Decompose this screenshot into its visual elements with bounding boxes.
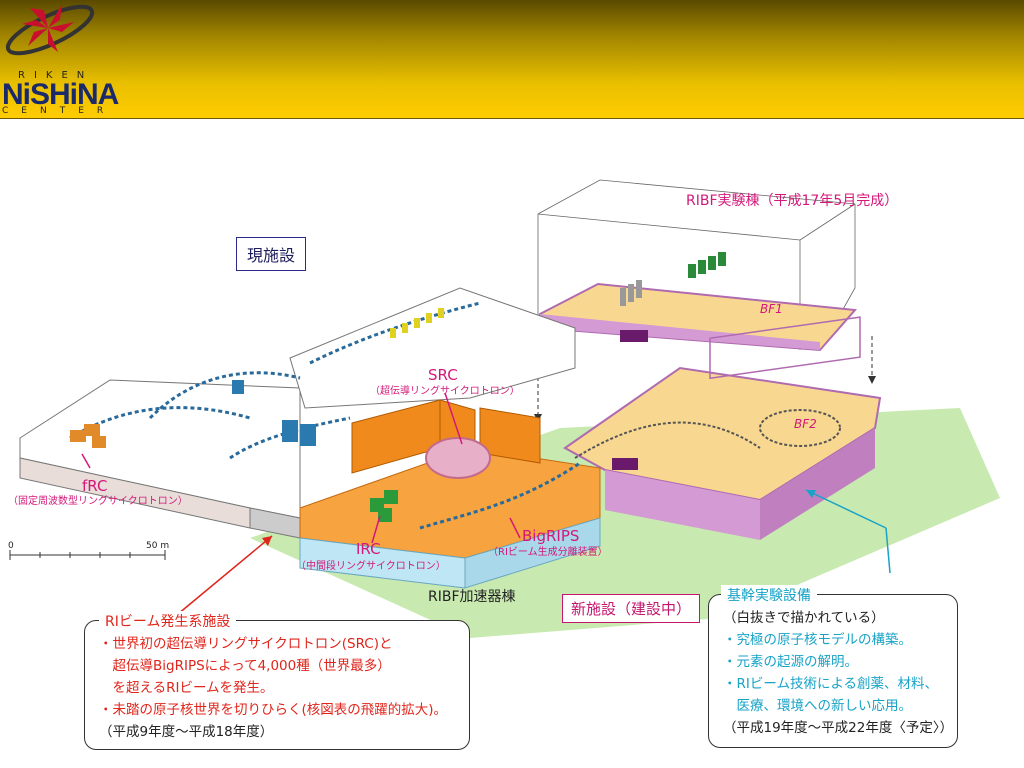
bigrips-label: BigRIPS [522,527,580,545]
src-label: SRC [428,366,458,384]
logo-nishina-text: NiSHiNA [2,78,119,111]
core-facility-callout-line: 医療、環境への新しい応用。 [723,698,912,714]
ri-beam-callout-line: ・世界初の超伝導リングサイクロトロン(SRC)と [99,636,393,652]
ri-beam-callout: RIビーム発生系施設 ・世界初の超伝導リングサイクロトロン(SRC)と 超伝導B… [84,611,470,750]
frc-label: fRC [82,477,108,495]
bf1-pit [620,330,648,342]
logo-riken-text: RIKEN [18,70,94,81]
frc-sub-label: （固定周波数型リングサイクロトロン） [8,496,188,507]
scale-50m-label: 50 m [146,541,170,551]
bf1-label: BF1 [760,302,783,316]
core-facility-callout-line: ・究極の原子核モデルの構築。 [723,632,912,648]
src-icon [425,437,491,479]
riken-nishina-logo: RIKEN NiSHiNA CENTER [0,0,120,118]
src-arrow [444,392,463,445]
core-facility-callout-line: ・RIビーム技術による創薬、材料、 [723,676,939,692]
irc-sub-label: （中間段リングサイクロトロン） [296,561,446,572]
core-facility-callout-line: （白抜きで描かれている） [723,610,885,626]
core-facility-callout-title: 基幹実験設備 [721,585,817,605]
frc-arrow [81,453,91,469]
accelerator-building-label: RIBF加速器棟 [428,589,516,605]
irc-icon [370,490,398,522]
src-sub-label: （超伝導リングサイクロトロン） [370,386,520,397]
ri-beam-callout-line: を超えるRIビームを発生。 [99,680,274,696]
bigrips-sub-label: （RIビーム生成分離装置） [488,547,608,558]
bigrips-arrow [509,517,521,539]
core-facility-callout-line: （平成19年度〜平成22年度〈予定〉） [723,720,954,736]
irc-arrow [371,515,381,544]
facility-diagram [9,179,1000,638]
ribf-building-label: RIBF実験棟（平成17年5月完成） [686,193,899,209]
scale-zero-label: 0 [8,541,14,551]
ri-beam-callout-line: 超伝導BigRIPSによって4,000種（世界最多） [99,658,391,674]
cyan-pointer-arrow [885,527,891,574]
beamline [574,421,761,459]
ri-beam-callout-line: （平成9年度〜平成18年度） [99,724,274,740]
new-facility-label: 新施設（建設中） [562,594,701,623]
header-banner: RIKEN NiSHiNA CENTER [0,0,1024,119]
existing-facility-label: 現施設 [236,237,307,271]
ri-beam-callout-title: RIビーム発生系施設 [99,611,237,631]
bf2-label: BF2 [794,417,817,431]
frc-icon [70,424,106,448]
core-facility-callout-line: ・元素の起源の解明。 [723,654,858,670]
bigrips-beamline [419,461,581,530]
logo-center-text: CENTER [2,106,117,116]
bf1-magnets [688,252,726,278]
core-facility-callout: 基幹実験設備 （白抜きで描かれている） ・究極の原子核モデルの構築。 ・元素の起… [708,585,958,748]
irc-label: IRC [356,540,381,558]
ri-beam-callout-line: ・未踏の原子核世界を切りひらく(核図表の飛躍的拡大)。 [99,702,448,718]
bf2-ring [759,409,841,447]
scale-bar [9,550,166,560]
red-pointer-arrow [177,535,273,615]
logo-mark-icon [5,4,95,56]
